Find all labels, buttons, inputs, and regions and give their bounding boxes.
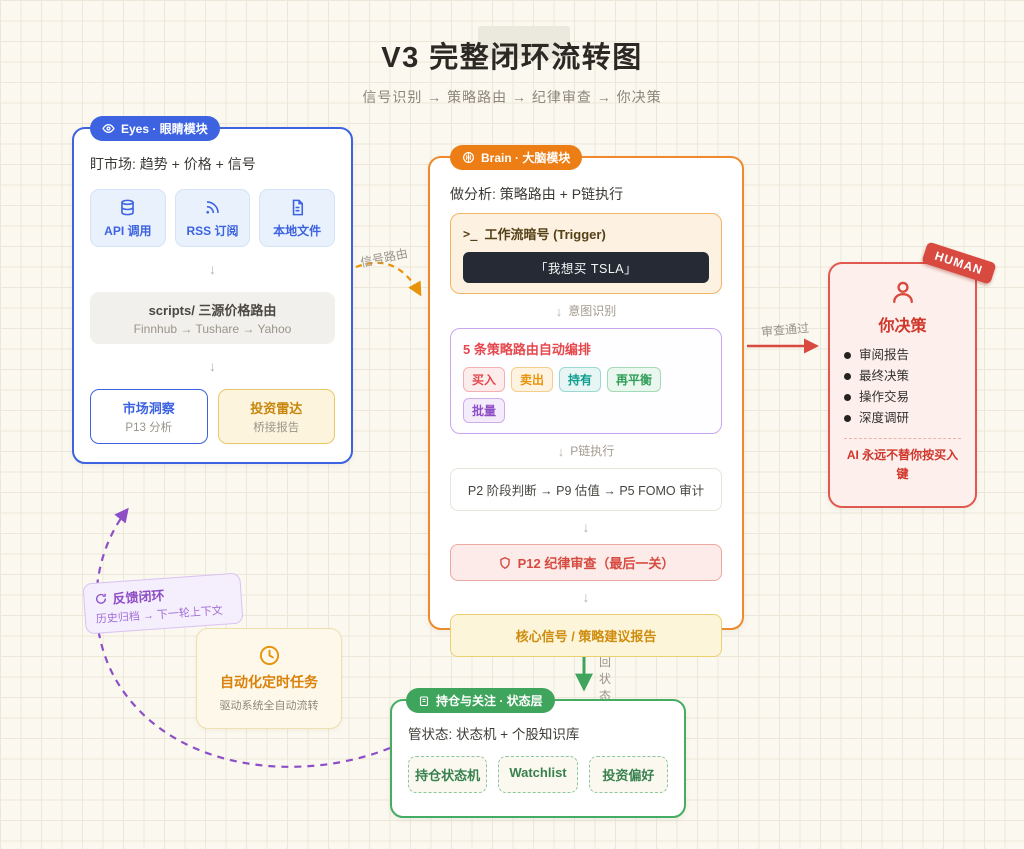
eye-icon — [102, 124, 115, 133]
source-card-api: API 调用 — [90, 189, 166, 247]
clipboard-icon — [419, 695, 429, 706]
title-highlight — [478, 26, 570, 59]
down-arrow-icon: ↓ — [209, 261, 216, 277]
output-card-title: 市场洞察 — [122, 401, 175, 416]
down-arrow-icon: ↓ — [557, 443, 565, 459]
state-layer-badge-label: 持仓与关注 · 状态层 — [436, 694, 543, 708]
human-task-label: 最终决策 — [859, 369, 910, 383]
feedback-title: 反馈闭环 — [112, 587, 165, 607]
bullet-dot — [844, 352, 851, 359]
brain-heading: 做分析: 策略路由 + P链执行 — [450, 186, 624, 202]
chain-card: P2 阶段判断 → P9 估值 → P5 FOMO 审计 — [450, 468, 722, 511]
eyes-output-row: 市场洞察 P13 分析 投资雷达 桥接报告 — [90, 389, 335, 444]
audit-card: P12 纪律审查（最后一关） — [450, 544, 722, 581]
eyes-badge-label: Eyes · 眼睛模块 — [121, 122, 208, 136]
source-card-local-file: 本地文件 — [259, 189, 336, 247]
brain-icon — [463, 152, 474, 163]
human-task-item: 最终决策 — [844, 366, 961, 387]
trigger-title-row: >_ 工作流暗号 (Trigger) — [463, 224, 709, 243]
trigger-title: 工作流暗号 (Trigger) — [484, 227, 606, 242]
down-arrow-icon: ↓ — [555, 303, 563, 319]
state-card-preference: 投资偏好 — [588, 756, 668, 793]
output-card-subtitle: P13 分析 — [125, 422, 173, 434]
scheduler-title: 自动化定时任务 — [220, 674, 318, 690]
output-card-invest-radar: 投资雷达 桥接报告 — [217, 389, 335, 444]
routes-title: 5 条策略路由自动编排 — [463, 342, 591, 357]
down-arrow-icon: ↓ — [209, 358, 216, 374]
human-task-list: 审阅报告 最终决策 操作交易 深度调研 — [844, 345, 961, 429]
edge-label-signal-route: 信号路由 — [359, 246, 410, 270]
trigger-card: >_ 工作流暗号 (Trigger) 「我想买 TSLA」 — [450, 213, 722, 294]
human-task-label: 操作交易 — [859, 390, 910, 404]
report-card: 核心信号 / 策略建议报告 — [450, 614, 722, 657]
state-layer-badge: 持仓与关注 · 状态层 — [406, 688, 555, 713]
state-card-position-machine: 持仓状态机 — [408, 756, 488, 793]
human-task-label: 深度调研 — [859, 411, 910, 425]
loop-icon — [96, 593, 106, 604]
user-icon-wrap — [844, 278, 961, 306]
scheduler-subtitle: 驱动系统全自动流转 — [219, 700, 319, 712]
source-card-label: RSS 订阅 — [186, 223, 239, 238]
scheduler-card: 自动化定时任务 驱动系统全自动流转 — [196, 628, 342, 729]
bullet-dot — [844, 394, 851, 401]
human-divider — [844, 438, 961, 439]
page-title: V3 完整闭环流转图 — [381, 42, 643, 74]
route-pill-rebalance: 再平衡 — [607, 367, 662, 392]
route-pill-batch: 批量 — [463, 398, 506, 423]
state-card-watchlist: Watchlist — [498, 756, 578, 793]
source-card-rss: RSS 订阅 — [174, 189, 251, 247]
database-icon — [121, 199, 135, 215]
human-note: AI 永远不替你按买入键 — [846, 448, 959, 481]
step-label-text: P链执行 — [570, 444, 615, 458]
human-task-item: 操作交易 — [844, 387, 961, 408]
human-task-item: 深度调研 — [844, 408, 961, 429]
user-icon — [892, 281, 913, 304]
router-subtitle: Finnhub → Tushare → Yahoo — [133, 322, 292, 336]
bullet-dot — [844, 415, 851, 422]
file-icon — [292, 199, 303, 215]
rss-icon — [206, 200, 219, 214]
human-title: 你决策 — [878, 318, 927, 335]
edge-label-review-pass: 审查通过 — [760, 320, 810, 340]
step-label-text: 意图识别 — [568, 304, 617, 318]
human-task-item: 审阅报告 — [844, 345, 961, 366]
state-layer-heading: 管状态: 状态机 + 个股知识库 — [408, 727, 580, 742]
state-layer-module: 持仓与关注 · 状态层 管状态: 状态机 + 个股知识库 持仓状态机 Watch… — [390, 688, 686, 818]
terminal-prompt-icon: >_ — [463, 226, 478, 241]
price-router-card: scripts/ 三源价格路由 Finnhub → Tushare → Yaho… — [90, 292, 335, 344]
source-row: API 调用 RSS 订阅 本地文件 — [90, 189, 336, 247]
page-subtitle: 信号识别 → 策略路由 → 纪律审查 → 你决策 — [362, 89, 662, 105]
route-pill-buy: 买入 — [463, 367, 506, 392]
route-pill-hold: 持有 — [559, 367, 602, 392]
down-arrow-icon: ↓ — [582, 589, 590, 605]
shield-icon — [499, 556, 510, 569]
router-title: scripts/ 三源价格路由 — [148, 303, 277, 318]
route-pill-row: 买入 卖出 持有 再平衡 批量 — [463, 367, 709, 423]
state-card-row: 持仓状态机 Watchlist 投资偏好 — [408, 756, 668, 793]
routes-card: 5 条策略路由自动编排 买入 卖出 持有 再平衡 批量 — [450, 328, 722, 434]
output-card-market-insight: 市场洞察 P13 分析 — [90, 389, 208, 444]
output-card-title: 投资雷达 — [250, 401, 303, 416]
eyes-module: Eyes · 眼睛模块 盯市场: 趋势 + 价格 + 信号 API 调用 RSS… — [72, 116, 353, 464]
page-header: V3 完整闭环流转图 信号识别 → 策略路由 → 纪律审查 → 你决策 — [0, 34, 1024, 107]
source-card-label: API 调用 — [104, 223, 152, 238]
step-label-intent: ↓ 意图识别 — [450, 303, 722, 319]
clock-icon — [259, 645, 279, 666]
brain-badge: Brain · 大脑模块 — [450, 145, 583, 170]
human-panel: HUMAN 你决策 审阅报告 最终决策 操作交易 深度调研 AI 永远不替你按买… — [828, 241, 997, 508]
eyes-badge: Eyes · 眼睛模块 — [90, 116, 220, 141]
output-card-subtitle: 桥接报告 — [253, 422, 300, 434]
human-task-label: 审阅报告 — [859, 348, 910, 362]
source-card-label: 本地文件 — [273, 223, 322, 238]
brain-badge-label: Brain · 大脑模块 — [481, 151, 571, 165]
route-pill-sell: 卖出 — [511, 367, 554, 392]
down-arrow-icon: ↓ — [582, 519, 590, 535]
bullet-dot — [844, 373, 851, 380]
step-label-chain: ↓ P链执行 — [450, 443, 722, 459]
trigger-command: 「我想买 TSLA」 — [463, 252, 709, 283]
audit-label: P12 纪律审查（最后一关） — [517, 556, 675, 571]
brain-module: Brain · 大脑模块 做分析: 策略路由 + P链执行 >_ 工作流暗号 (… — [428, 145, 744, 657]
eyes-heading: 盯市场: 趋势 + 价格 + 信号 — [90, 156, 256, 172]
feedback-loop-badge: 反馈闭环 历史归档 → 下一轮上下文 — [82, 572, 244, 635]
